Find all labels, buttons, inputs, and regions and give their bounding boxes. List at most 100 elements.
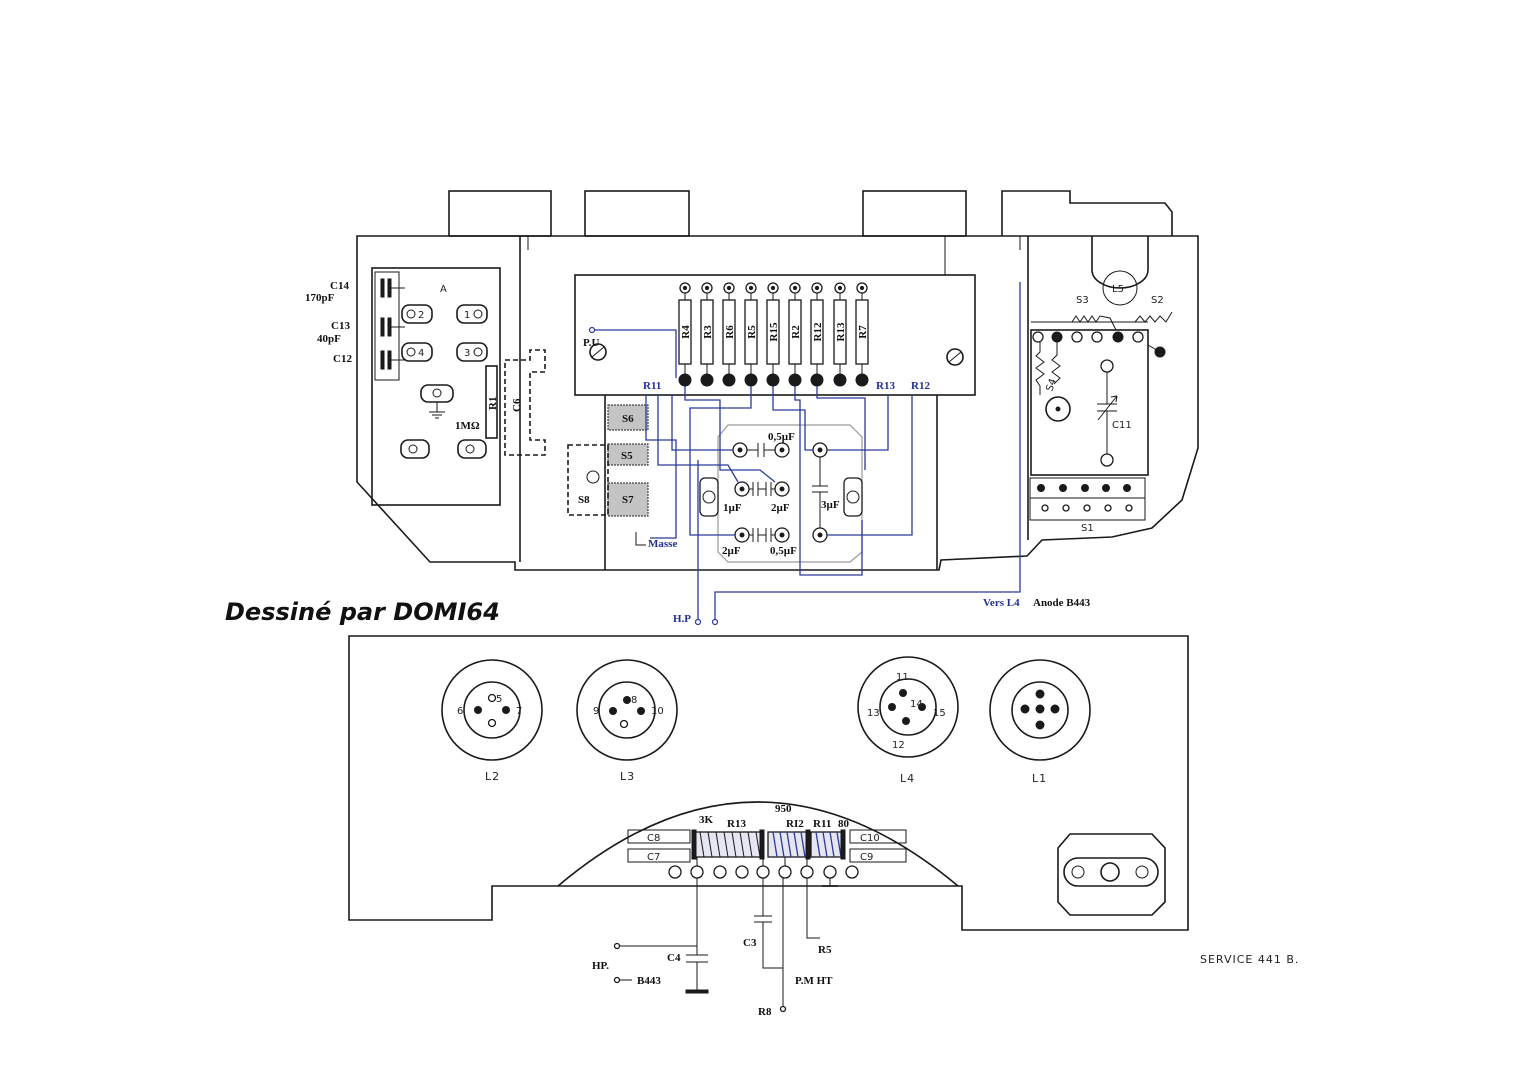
resistor-label: R6 xyxy=(724,325,736,339)
c12-label: C12 xyxy=(333,353,352,365)
trimmer-strip xyxy=(374,271,400,381)
cap-0-5uf-bottom-label: 0,5µF xyxy=(770,545,797,557)
s4-contact xyxy=(1051,342,1061,385)
resistor-label: R13 xyxy=(835,322,847,341)
s8-switch xyxy=(567,444,609,516)
socket-pin xyxy=(502,706,510,714)
r11-wire-label: R11 xyxy=(643,380,661,392)
socket-pin xyxy=(609,707,617,715)
bracket-hole xyxy=(1071,865,1085,879)
resistor-clamp xyxy=(759,829,765,860)
hp-terminal xyxy=(613,942,621,950)
coil-lug xyxy=(456,304,488,324)
capacitor-symbol xyxy=(747,443,775,457)
chassis-outline xyxy=(356,235,1199,571)
r8-terminal xyxy=(779,1005,787,1013)
l5-bulb xyxy=(1102,270,1138,306)
coil-pin-label: 2 xyxy=(418,310,424,321)
c14-label: C14 xyxy=(330,280,349,292)
s3-label: S3 xyxy=(1076,295,1089,306)
board-terminal-dot xyxy=(817,532,823,538)
coil-lug-hole xyxy=(465,444,475,454)
coil-lug xyxy=(457,439,487,459)
resistor-r15: R15 xyxy=(766,282,780,387)
terminal xyxy=(1112,331,1124,343)
b443-label: B443 xyxy=(637,975,661,987)
hp-lead-label: HP. xyxy=(592,960,609,972)
s1-contact xyxy=(1041,504,1049,512)
author-signature: Dessiné par DOMI64 xyxy=(225,598,500,626)
socket-label: L1 xyxy=(1032,772,1047,785)
s1-contact xyxy=(1083,504,1091,512)
wire xyxy=(794,386,863,576)
terminal xyxy=(845,865,859,879)
coil-lug-hole xyxy=(473,309,483,319)
l5-label: L5 xyxy=(1112,284,1124,295)
r12-wire xyxy=(827,395,913,536)
socket-base xyxy=(879,678,937,736)
bottom-chassis-outline xyxy=(348,635,1189,931)
r13-label: R13 xyxy=(727,818,746,830)
hp-label: H.P xyxy=(673,613,691,625)
c3-capacitor xyxy=(754,878,783,969)
socket-pin xyxy=(1020,704,1030,714)
coil-lug xyxy=(456,342,488,362)
resistor-1mohm-label: 1MΩ xyxy=(455,420,480,432)
terminal xyxy=(800,865,814,879)
socket-pin-label: 11 xyxy=(896,672,909,683)
board-terminal-dot xyxy=(779,447,785,453)
s1-contact xyxy=(1081,484,1089,492)
r13-value-label: 3K xyxy=(699,814,714,826)
resistor-r13: R13 xyxy=(833,282,847,387)
bottom-chassis-view: 5 6 7 L2 8 9 10 L3 11 14 xyxy=(348,635,1189,1018)
resistor-r3: R3 xyxy=(700,282,714,387)
resistor-top-terminal-dot xyxy=(814,285,820,291)
bracket-hole xyxy=(1100,862,1120,882)
socket-l3: 8 9 10 L3 xyxy=(576,659,678,783)
board-terminal-dot xyxy=(817,447,823,453)
coil-lug-hole xyxy=(406,309,416,319)
c7-label: C7 xyxy=(647,852,660,863)
board-terminal-dot xyxy=(779,532,785,538)
board-terminal-dot xyxy=(739,486,745,492)
dial-drive-bracket xyxy=(1057,833,1166,916)
screw-slot xyxy=(591,346,605,358)
resistor-label: R12 xyxy=(812,322,824,341)
socket-pin-label: 14 xyxy=(910,699,923,710)
c10-label: C10 xyxy=(860,833,880,844)
socket-ring xyxy=(576,659,678,761)
wire xyxy=(684,386,776,483)
bottom-leads: C4 HP. B443 C3 P.M HT R8 R5 xyxy=(592,878,838,1018)
socket-base xyxy=(1011,681,1069,739)
resistor-label: R3 xyxy=(702,325,714,339)
resistor-label: R4 xyxy=(680,325,692,339)
resistor-top-terminal-dot xyxy=(682,285,688,291)
terminal xyxy=(823,865,837,879)
terminal-lead xyxy=(1147,344,1161,353)
s6-switch xyxy=(607,404,649,431)
capacitor-plate xyxy=(387,317,392,337)
socket-pin xyxy=(474,706,482,714)
plate-outline xyxy=(574,274,976,396)
r1-label: R1 xyxy=(487,397,499,410)
socket-label: L2 xyxy=(485,770,500,783)
socket-pin xyxy=(1035,720,1045,730)
masse-tag xyxy=(635,532,646,546)
resistor-r2: R2 xyxy=(788,282,802,387)
resistor-r6: R6 xyxy=(722,282,736,387)
r5-label: R5 xyxy=(818,944,832,956)
resistor-bottom-terminal xyxy=(678,373,692,387)
socket-pin xyxy=(918,703,926,711)
coil-lug xyxy=(400,439,430,459)
terminal xyxy=(1051,331,1063,343)
board-terminal-dot xyxy=(737,447,743,453)
top-tubes xyxy=(448,190,1173,237)
tube-outline xyxy=(862,190,967,237)
socket-pin-label: 5 xyxy=(496,694,502,705)
s1-contact xyxy=(1062,504,1070,512)
socket-ring xyxy=(989,659,1091,761)
board-lug-hole xyxy=(702,490,716,504)
socket-pin-label: 9 xyxy=(593,706,599,717)
box-a: A 2 1 4 3 1MΩ xyxy=(371,267,501,506)
